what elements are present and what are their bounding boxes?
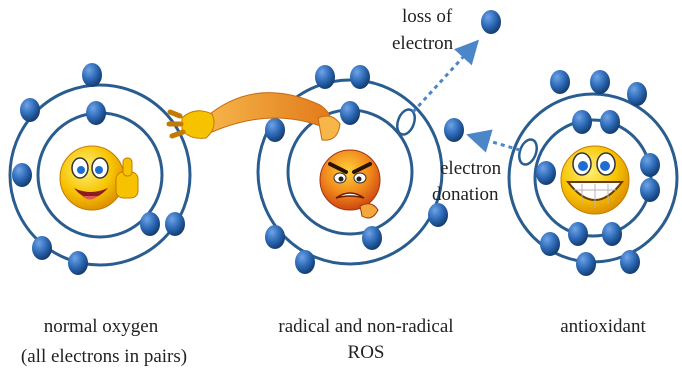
electron xyxy=(350,65,370,89)
electron xyxy=(600,110,620,134)
electron xyxy=(12,163,32,187)
electron xyxy=(428,203,448,227)
pointing-hand-icon xyxy=(169,93,340,141)
electron xyxy=(640,153,660,177)
grinning-emoji-icon xyxy=(561,146,629,214)
electron xyxy=(572,110,592,134)
ros-label: radical and non-radical xyxy=(278,316,453,337)
electron xyxy=(86,101,106,125)
lost-electron xyxy=(481,10,501,34)
electron xyxy=(295,250,315,274)
angry-emoji-icon xyxy=(320,150,380,218)
happy-thumbs-up-emoji-icon xyxy=(60,146,138,210)
atom-antioxidant xyxy=(509,70,677,276)
electron xyxy=(340,101,360,125)
electron xyxy=(568,222,588,246)
electron xyxy=(536,161,556,185)
electron-loss-arrow xyxy=(413,44,475,112)
electron xyxy=(620,250,640,274)
normal-oxygen-label: normal oxygen xyxy=(44,316,159,337)
electron xyxy=(265,225,285,249)
electron xyxy=(362,226,382,250)
loss-of-electron-label-line1: loss of xyxy=(402,6,453,27)
electron-donation-label-line2: donation xyxy=(432,184,499,205)
electron xyxy=(82,63,102,87)
ros-sublabel: ROS xyxy=(348,342,385,363)
electron xyxy=(265,118,285,142)
electron xyxy=(540,232,560,256)
electron xyxy=(602,222,622,246)
electron xyxy=(550,70,570,94)
electron xyxy=(68,251,88,275)
electron xyxy=(640,178,660,202)
loss-of-electron-label-line2: electron xyxy=(392,33,454,54)
electron-donation-label-line1: electron xyxy=(440,158,502,179)
electron xyxy=(32,236,52,260)
electron xyxy=(20,98,40,122)
electron xyxy=(315,65,335,89)
electron-donation-arrow xyxy=(472,136,520,150)
normal-oxygen-sublabel: (all electrons in pairs) xyxy=(21,346,187,367)
electron xyxy=(590,70,610,94)
electron xyxy=(627,82,647,106)
antioxidant-label: antioxidant xyxy=(560,316,646,337)
electron xyxy=(165,212,185,236)
atom-normal-oxygen xyxy=(10,63,190,275)
electron xyxy=(576,252,596,276)
electron xyxy=(140,212,160,236)
donated-electron xyxy=(444,118,464,142)
